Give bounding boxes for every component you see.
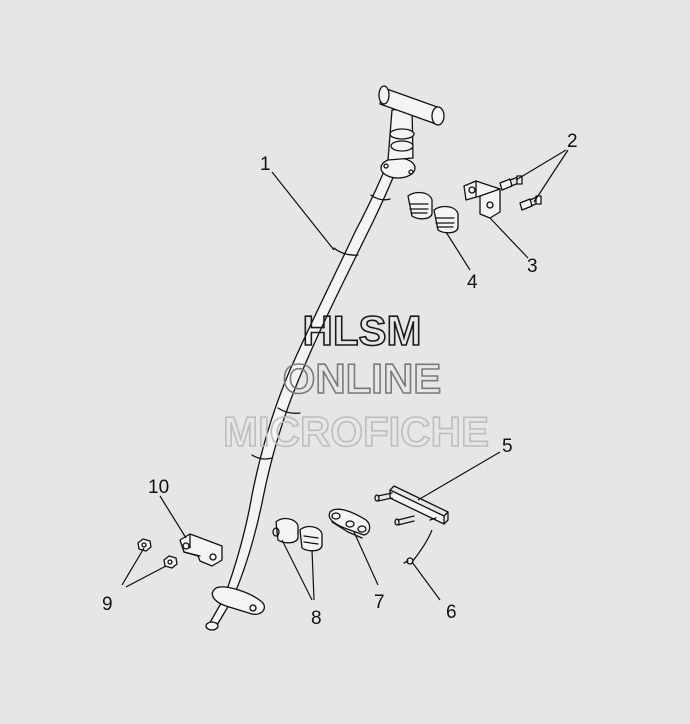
callout-10: 10 <box>148 477 169 498</box>
callout-6: 6 <box>446 602 457 623</box>
callout-9: 9 <box>102 594 113 615</box>
watermark: HLSM ONLINE MICROFICHE <box>222 306 490 456</box>
watermark-line-1: HLSM <box>303 307 422 354</box>
leader-9b <box>125 565 167 588</box>
callout-labels: 1 2 3 4 5 6 7 8 9 10 <box>102 131 578 629</box>
callout-4: 4 <box>467 272 478 293</box>
leader-4 <box>445 231 471 271</box>
part-2-bolts <box>499 175 542 211</box>
leader-1 <box>271 171 335 251</box>
callout-8: 8 <box>311 608 322 629</box>
leader-9a <box>121 547 145 586</box>
part-10-bracket <box>179 533 223 567</box>
part-6-pin <box>403 557 414 565</box>
leader-10 <box>159 495 187 539</box>
leader-2a <box>515 149 567 181</box>
watermark-line-3: MICROFICHE <box>223 408 489 455</box>
leader-8b <box>311 549 315 601</box>
part-3-bracket <box>463 180 501 219</box>
callout-5: 5 <box>502 436 513 457</box>
leader-6 <box>411 529 441 601</box>
watermark-line-2: ONLINE <box>283 355 442 402</box>
leader-8a <box>281 539 313 601</box>
callout-1: 1 <box>260 154 271 175</box>
callout-leaders <box>121 149 569 601</box>
leader-7 <box>353 531 379 586</box>
leader-3 <box>489 217 529 259</box>
callout-3: 3 <box>527 256 538 277</box>
part-8-clamps <box>272 517 323 552</box>
part-5-stud-plate <box>374 485 449 526</box>
callout-7: 7 <box>374 592 385 613</box>
part-9-nuts <box>137 538 178 569</box>
callout-2: 2 <box>567 131 578 152</box>
leader-2b <box>533 149 569 203</box>
part-7-isolator <box>328 508 371 539</box>
part-1-pipe <box>205 85 445 631</box>
part-4-clamps <box>407 191 459 234</box>
leader-5 <box>417 451 501 501</box>
